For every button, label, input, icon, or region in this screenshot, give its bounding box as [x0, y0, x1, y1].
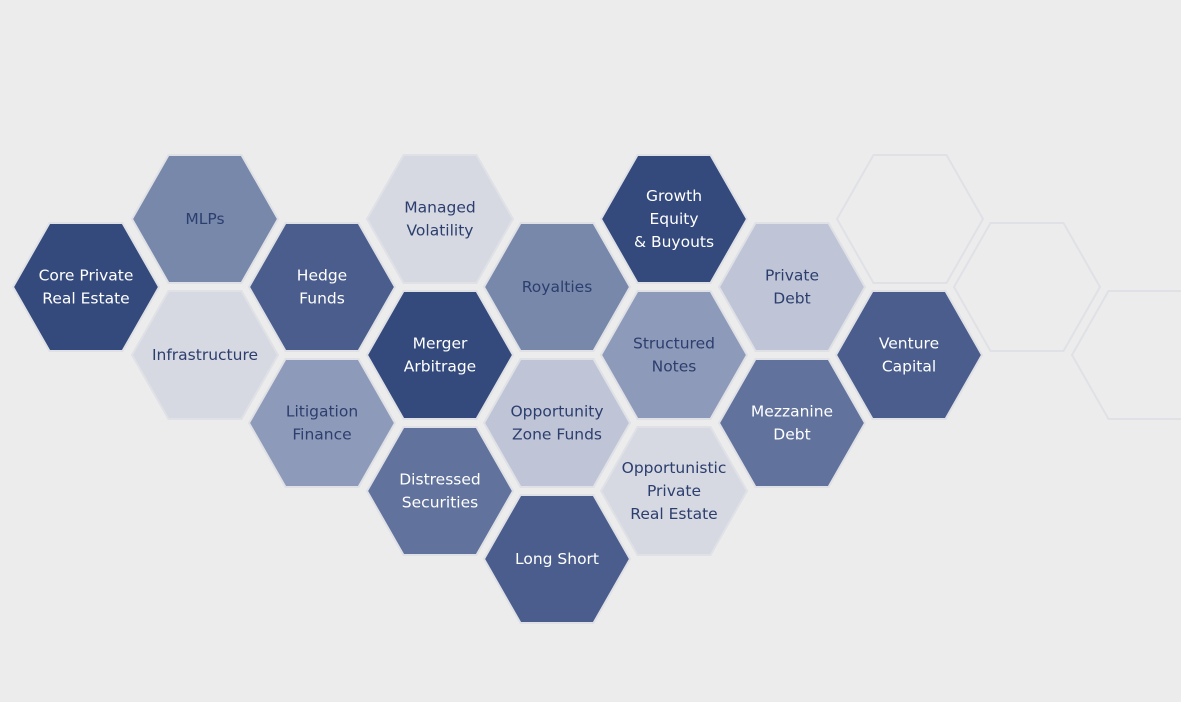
hex-label: Notes — [652, 358, 697, 376]
empty-hex-outline — [1070, 290, 1181, 420]
hex-tile-empty-3 — [1070, 290, 1181, 420]
hex-label: Debt — [773, 290, 810, 308]
hex-shape — [130, 290, 280, 420]
hex-label: Mezzanine — [751, 403, 833, 421]
hex-label: Managed — [404, 199, 475, 217]
hex-tile-long-short: Long Short — [482, 494, 632, 624]
hex-shape — [599, 154, 749, 284]
hex-tile-mlps: MLPs — [130, 154, 280, 284]
hex-label: Real Estate — [42, 290, 129, 308]
hex-shape — [482, 222, 632, 352]
hex-label: Merger — [413, 335, 468, 353]
empty-hex-outline — [952, 222, 1102, 352]
hex-label: Long Short — [515, 550, 599, 568]
hex-shape — [365, 290, 515, 420]
hex-label: Royalties — [522, 278, 593, 296]
hex-label: Venture — [879, 335, 939, 353]
hex-shape — [599, 290, 749, 420]
hex-shape — [717, 222, 867, 352]
hex-shape — [11, 222, 161, 352]
hex-label: Securities — [402, 494, 478, 512]
hex-label: Volatility — [407, 222, 474, 240]
hex-shape — [482, 358, 632, 488]
hex-shape — [247, 222, 397, 352]
hex-label: Opportunistic — [622, 459, 727, 477]
hex-label: Hedge — [297, 267, 347, 285]
hex-tile-empty-2 — [952, 222, 1102, 352]
empty-hex-outline — [835, 154, 985, 284]
hex-tile-royalties: Royalties — [482, 222, 632, 352]
hex-label: Structured — [633, 335, 715, 353]
hex-shape — [482, 494, 632, 624]
hex-label: Zone Funds — [512, 426, 602, 444]
hex-label: Debt — [773, 426, 810, 444]
hex-shape — [834, 290, 984, 420]
hex-shape — [365, 154, 515, 284]
hex-shape — [599, 426, 749, 556]
hex-label: Litigation — [286, 403, 358, 421]
hex-label: Capital — [882, 358, 936, 376]
hex-shape — [365, 426, 515, 556]
hex-label: MLPs — [185, 210, 224, 228]
hex-tile-empty-1 — [835, 154, 985, 284]
hex-label: Infrastructure — [152, 346, 258, 364]
hex-shape — [130, 154, 280, 284]
hex-shape — [247, 358, 397, 488]
hex-label: Growth — [646, 187, 702, 205]
hex-label: Finance — [292, 426, 351, 444]
hex-tile-infrastructure: Infrastructure — [130, 290, 280, 420]
hex-label: Core Private — [39, 267, 134, 285]
hex-label: Real Estate — [630, 505, 717, 523]
hex-label: Arbitrage — [404, 358, 476, 376]
hex-label: Opportunity — [510, 403, 603, 421]
hex-label: Private — [765, 267, 819, 285]
hex-label: Funds — [299, 290, 345, 308]
hex-label: & Buyouts — [634, 233, 714, 251]
hex-label: Equity — [649, 210, 698, 228]
hex-label: Distressed — [399, 471, 481, 489]
hex-shape — [717, 358, 867, 488]
hex-label: Private — [647, 482, 701, 500]
